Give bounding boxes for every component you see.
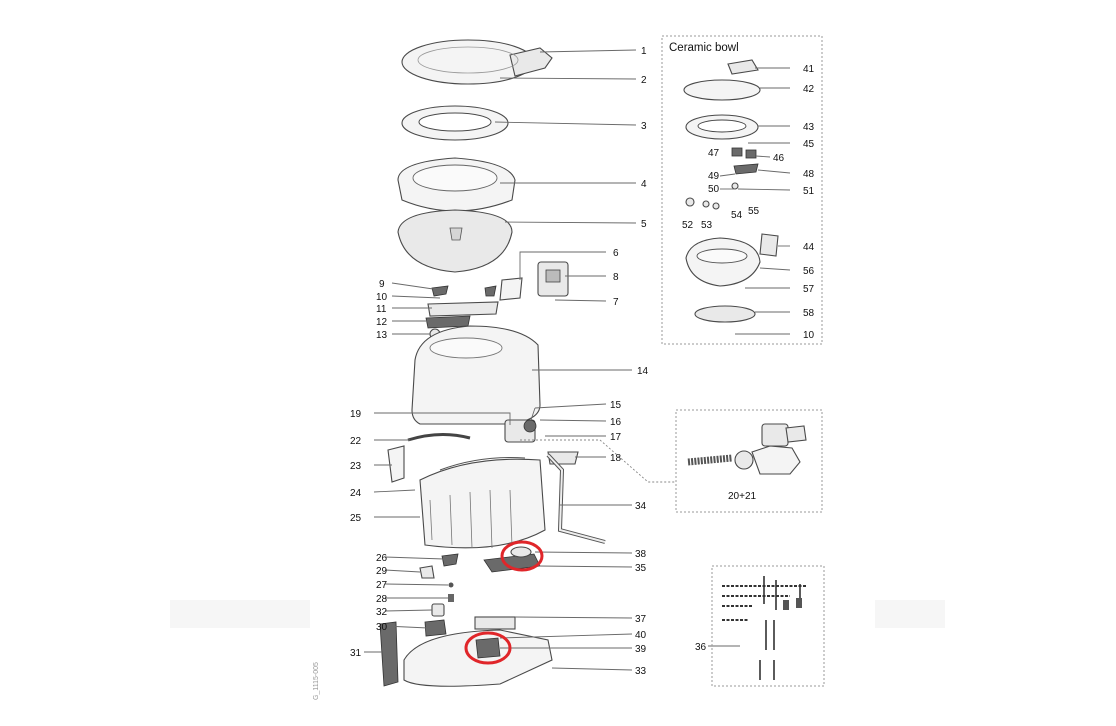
part-side-panel	[387, 445, 405, 483]
callout-36: 36	[695, 642, 707, 653]
part-seat-ring	[401, 105, 509, 141]
callout-46: 46	[773, 153, 785, 164]
part-pump	[504, 419, 579, 465]
callout-16: 16	[610, 417, 622, 428]
callout-2: 2	[641, 75, 647, 86]
callout-27: 27	[376, 580, 388, 591]
callout-12: 12	[376, 317, 388, 328]
detail-label: 20+21	[728, 491, 757, 502]
callout-40: 40	[635, 630, 647, 641]
part-side-rail	[379, 621, 399, 687]
callout-26: 26	[376, 553, 388, 564]
callout-numbers: 1 2 3 4 5 6 8 7 9 10 11 12 13 14 15 16 1…	[350, 46, 815, 677]
callout-41: 41	[803, 64, 815, 75]
callout-52: 52	[682, 220, 694, 231]
part-tank	[419, 457, 546, 549]
highlight-circle-39	[464, 631, 512, 665]
callout-44: 44	[803, 242, 815, 253]
callout-15: 15	[610, 400, 622, 411]
callout-49: 49	[708, 171, 720, 182]
part-lower-bowl	[397, 209, 513, 273]
callout-11: 11	[376, 304, 387, 315]
part-housing	[411, 325, 541, 425]
callout-10-ceramic: 10	[803, 330, 815, 341]
callout-34: 34	[635, 501, 647, 512]
callout-6: 6	[613, 248, 619, 259]
callout-1: 1	[641, 46, 647, 57]
callout-39: 39	[635, 644, 647, 655]
callout-30: 30	[376, 622, 388, 633]
ceramic-bowl-panel: Ceramic bowl	[661, 35, 823, 345]
callout-58: 58	[803, 308, 815, 319]
callout-53: 53	[701, 220, 713, 231]
part-base-tray	[403, 616, 553, 687]
part-lid	[401, 39, 553, 85]
callout-56: 56	[803, 266, 815, 277]
detail-link	[520, 439, 676, 483]
part-small-fittings	[419, 553, 459, 637]
callout-25: 25	[350, 513, 362, 524]
callout-55: 55	[748, 206, 760, 217]
callout-13: 13	[376, 330, 388, 341]
ceramic-bowl-title: Ceramic bowl	[669, 42, 739, 54]
callout-57: 57	[803, 284, 815, 295]
part-hose	[546, 453, 606, 544]
callout-23: 23	[350, 461, 362, 472]
callout-31: 31	[350, 648, 362, 659]
callout-38: 38	[635, 549, 647, 560]
callout-42: 42	[803, 84, 815, 95]
callout-24: 24	[350, 488, 362, 499]
main-assembly	[364, 39, 740, 687]
callout-10: 10	[376, 292, 388, 303]
callout-50: 50	[708, 184, 720, 195]
callout-19: 19	[350, 409, 362, 420]
callout-32: 32	[376, 607, 388, 618]
callout-45: 45	[803, 139, 815, 150]
drawing-code: G_1115-005	[313, 662, 320, 700]
callout-22: 22	[350, 436, 362, 447]
callout-37: 37	[635, 614, 647, 625]
callout-17: 17	[610, 432, 622, 443]
callout-3: 3	[641, 121, 647, 132]
detail-panel: 20+21	[675, 409, 823, 513]
background-band-left	[170, 600, 310, 628]
callout-5: 5	[641, 219, 647, 230]
callout-35: 35	[635, 563, 647, 574]
callout-14: 14	[637, 366, 649, 377]
part-cover-plates	[499, 261, 569, 301]
part-upper-bowl	[397, 157, 516, 212]
part-tank-ring	[407, 433, 471, 442]
wiring-harness	[711, 565, 825, 687]
callout-29: 29	[376, 566, 388, 577]
callout-9: 9	[379, 279, 385, 290]
callout-18: 18	[610, 453, 622, 464]
callout-48: 48	[803, 169, 815, 180]
callout-33: 33	[635, 666, 647, 677]
part-38	[510, 546, 532, 558]
callout-28: 28	[376, 594, 388, 605]
main-leaders	[364, 49, 740, 671]
callout-4: 4	[641, 179, 647, 190]
ceramic-leaders	[719, 67, 791, 335]
callout-54: 54	[731, 210, 743, 221]
callout-8: 8	[613, 272, 619, 283]
callout-51: 51	[803, 186, 815, 197]
callout-43: 43	[803, 122, 815, 133]
callout-47: 47	[708, 148, 720, 159]
background-band-right	[875, 600, 945, 628]
callout-7: 7	[613, 297, 619, 308]
highlight-circle-38	[500, 540, 544, 572]
